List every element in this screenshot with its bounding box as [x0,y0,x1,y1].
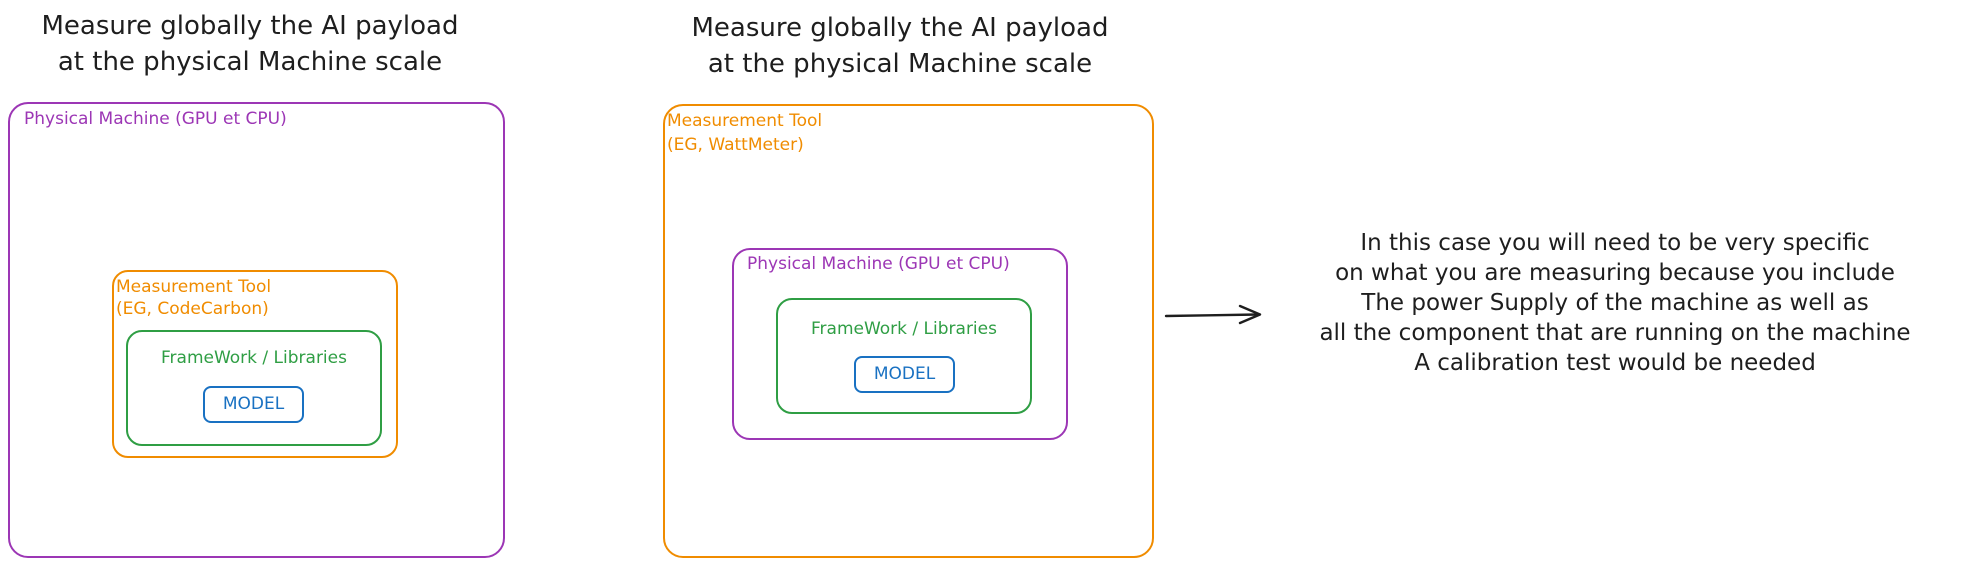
note-line-3: The power Supply of the machine as well … [1361,290,1869,316]
left-measurement-tool-label-line1: Measurement Tool [116,277,272,297]
left-title: Measure globally the AI payload at the p… [10,8,490,80]
calibration-note: In this case you will need to be very sp… [1260,228,1970,378]
left-framework-label: FrameWork / Libraries [161,348,347,368]
middle-title-line1: Measure globally the AI payload [691,13,1109,43]
note-line-5: A calibration test would be needed [1414,350,1816,376]
middle-framework-label: FrameWork / Libraries [811,319,997,339]
middle-measurement-tool-label-line1: Measurement Tool [667,111,823,131]
note-line-1: In this case you will need to be very sp… [1360,230,1870,256]
middle-model-label: MODEL [873,364,936,384]
left-measurement-tool-label-line2: (EG, CodeCarbon) [116,299,269,319]
middle-title: Measure globally the AI payload at the p… [660,10,1140,82]
note-line-4: all the component that are running on th… [1319,320,1911,346]
middle-physical-machine-box [732,248,1068,440]
left-model-label: MODEL [222,394,285,414]
right-arrow-icon [1164,304,1262,325]
middle-measurement-tool-box [663,104,1154,558]
left-physical-machine-box [8,102,505,558]
note-line-2: on what you are measuring because you in… [1335,260,1895,286]
left-title-line2: at the physical Machine scale [57,47,443,77]
left-framework-box [126,330,382,446]
left-title-line1: Measure globally the AI payload [41,11,459,41]
middle-physical-machine-label: Physical Machine (GPU et CPU) [747,254,1010,274]
left-model-box [203,386,304,423]
middle-framework-box [776,298,1032,414]
middle-measurement-tool-label-line2: (EG, WattMeter) [667,135,804,155]
left-physical-machine-label: Physical Machine (GPU et CPU) [24,109,287,129]
middle-title-line2: at the physical Machine scale [707,49,1093,79]
left-measurement-tool-box [112,270,398,458]
middle-model-box [854,356,955,393]
